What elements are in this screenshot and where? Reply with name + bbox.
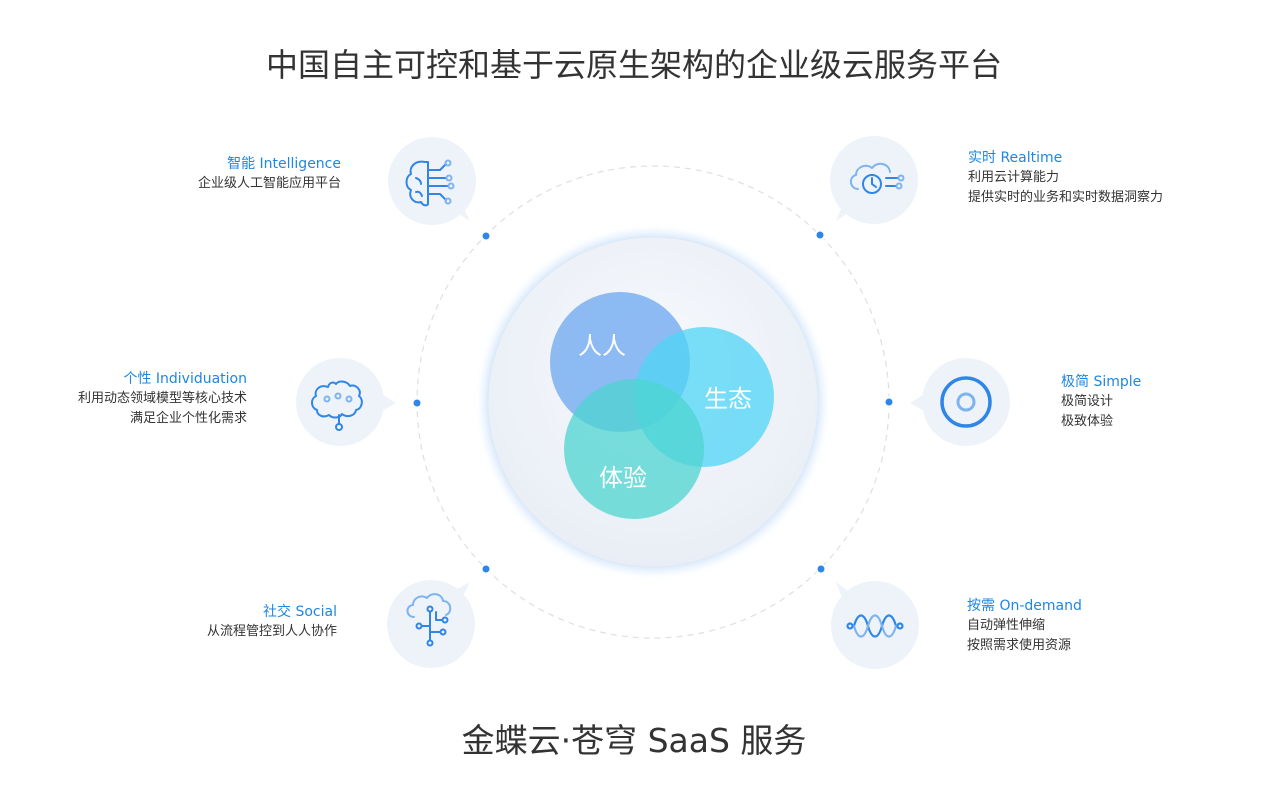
venn-people-label: 人人 [578,332,626,360]
feature-title: 社交 Social [263,604,337,620]
venn-experience-label: 体验 [599,464,647,492]
feature-description: 满足企业个性化需求 [129,411,247,426]
feature-title: 个性 Individuation [123,371,247,387]
wave-icon [846,614,904,638]
feature-title: 智能 Intelligence [227,156,341,172]
feature-intelligence: 智能 Intelligence 企业级人工智能应用平台 [198,154,341,194]
orbit-dot [480,563,492,575]
venn-experience-circle [564,379,704,519]
orbit-dot [814,229,826,241]
brain-circuit-icon [405,159,455,207]
feature-simple: 极简 Simple 极简设计 极致体验 [1061,372,1141,432]
page-title: 中国自主可控和基于云原生架构的企业级云服务平台 [265,46,1002,84]
ondemand-bubble [831,581,919,669]
individuation-bubble [296,358,396,446]
feature-title: 实时 Realtime [968,150,1063,166]
cloud-network-icon [406,593,452,647]
feature-ondemand: 按需 On-demand 自动弹性伸缩 按照需求使用资源 [967,596,1082,656]
orbit-dot [411,397,423,409]
venn-ecology-label: 生态 [704,385,752,413]
feature-description: 从流程管控到人人协作 [206,624,337,639]
simple-bubble [910,358,1010,446]
cloud-clock-icon [850,162,905,194]
orbit-dot [480,230,492,242]
feature-description: 极简设计 [1061,394,1114,409]
feature-description: 按照需求使用资源 [967,638,1072,653]
feature-description: 利用动态领域模型等核心技术 [77,391,247,406]
feature-description: 极致体验 [1061,414,1114,429]
feature-description: 提供实时的业务和实时数据洞察力 [968,190,1164,205]
feature-description: 自动弹性伸缩 [967,618,1046,633]
brain-icon [311,380,363,431]
feature-description: 企业级人工智能应用平台 [197,176,341,191]
orbit-dot [883,396,895,408]
orbit-dot [815,563,827,575]
feature-title: 按需 On-demand [967,598,1082,614]
feature-title: 极简 Simple [1061,374,1142,390]
feature-social: 社交 Social 从流程管控到人人协作 [207,602,337,642]
product-name: 金蝶云·苍穹 SaaS 服务 [461,721,807,760]
realtime-bubble [830,136,918,224]
feature-individuation: 个性 Individuation 利用动态领域模型等核心技术 满足企业个性化需求 [78,369,247,429]
feature-realtime: 实时 Realtime 利用云计算能力 提供实时的业务和实时数据洞察力 [968,148,1163,208]
feature-description: 利用云计算能力 [968,170,1060,185]
intelligence-bubble [388,137,476,225]
target-circle-icon [940,376,992,428]
